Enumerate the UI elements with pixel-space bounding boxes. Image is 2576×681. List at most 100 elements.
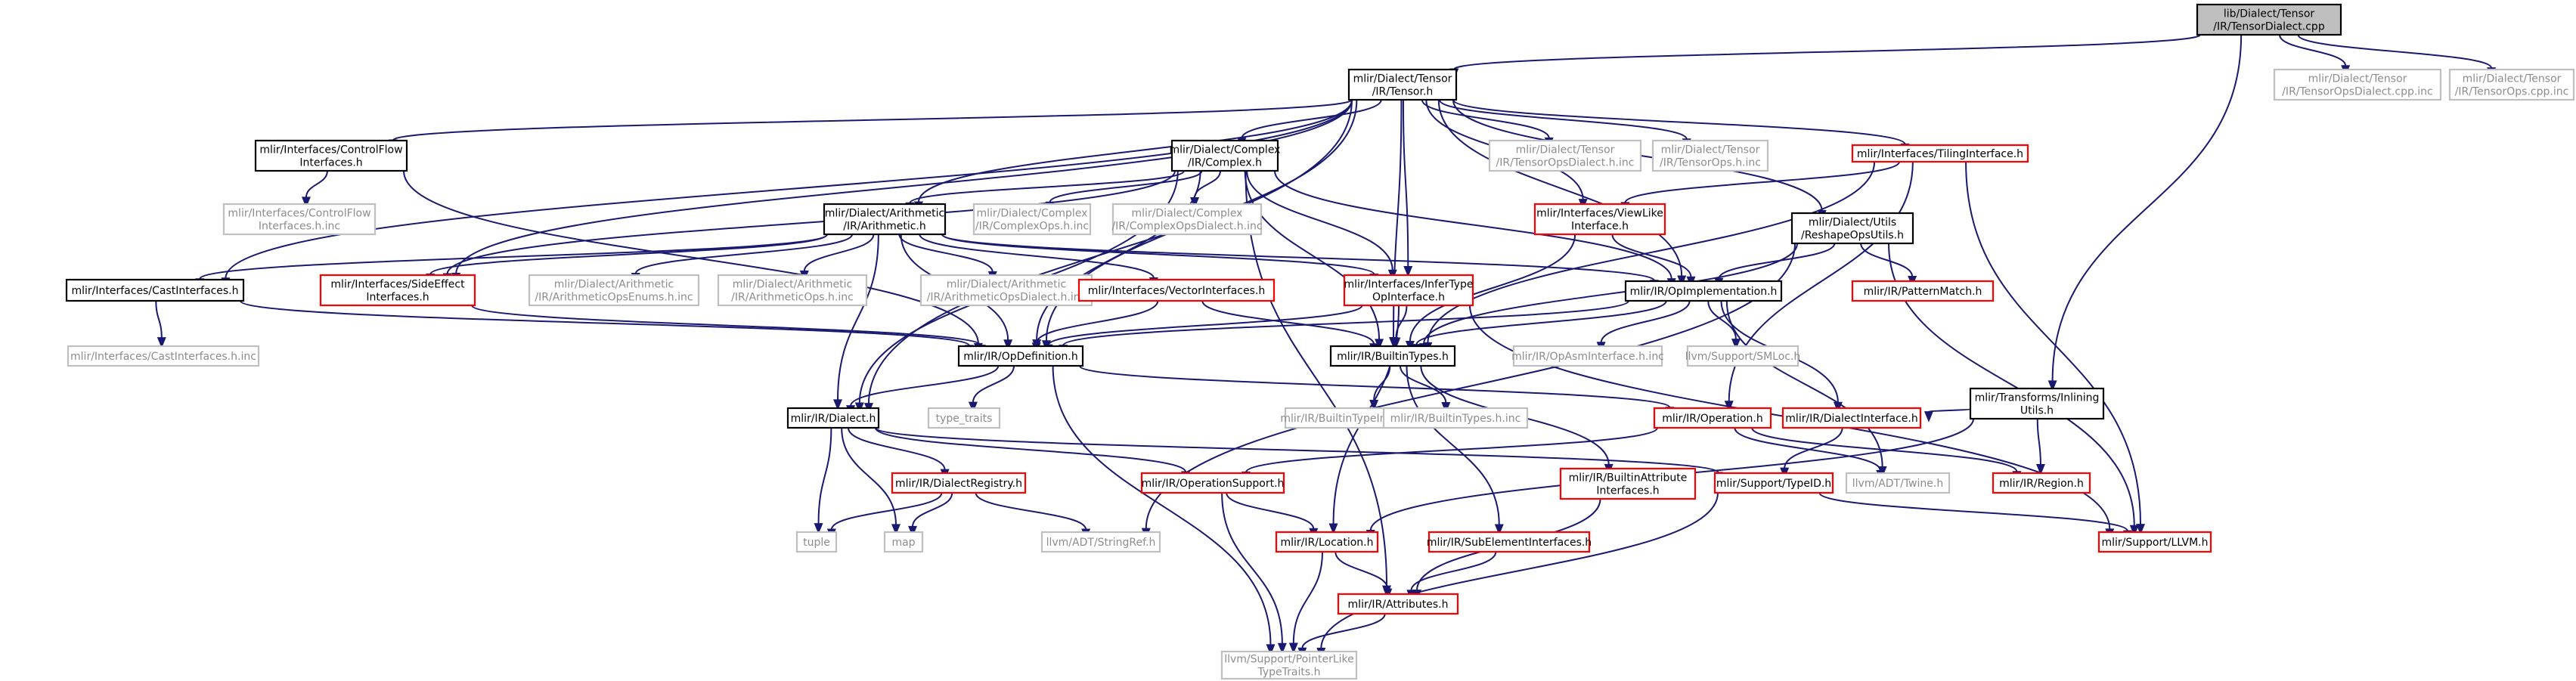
node-box[interactable]	[528, 274, 700, 307]
node-arith_ops_inc[interactable]: mlir/Dialect/Arithmetic/IR/ArithmeticOps…	[717, 274, 868, 307]
node-op_asm_inc[interactable]: mlir/IR/OpAsmInterface.h.inc	[1511, 345, 1664, 367]
node-box[interactable]	[1275, 531, 1379, 553]
node-pattern_match[interactable]: mlir/IR/PatternMatch.h	[1851, 280, 1995, 302]
node-map[interactable]: map	[883, 531, 924, 553]
node-attributes[interactable]: mlir/IR/Attributes.h	[1337, 593, 1459, 615]
node-tiling[interactable]: mlir/Interfaces/TilingInterface.h	[1851, 144, 2029, 163]
node-tensor_ops_dialect_cpp_inc[interactable]: mlir/Dialect/Tensor/IR/TensorOpsDialect.…	[2273, 68, 2442, 101]
node-sub_elem[interactable]: mlir/IR/SubElementInterfaces.h	[1427, 531, 1592, 553]
node-op_support[interactable]: mlir/IR/OperationSupport.h	[1140, 472, 1285, 494]
node-reshape[interactable]: mlir/Dialect/Utils/ReshapeOpsUtils.h	[1790, 212, 1914, 245]
node-location[interactable]: mlir/IR/Location.h	[1275, 531, 1379, 553]
node-bt_inc[interactable]: mlir/IR/BuiltinTypes.h.inc	[1382, 407, 1529, 429]
node-box[interactable]	[222, 203, 377, 236]
node-box[interactable]	[1329, 345, 1456, 367]
node-box[interactable]	[1653, 407, 1772, 429]
node-box[interactable]	[1781, 407, 1922, 429]
node-box[interactable]	[254, 139, 408, 172]
node-box[interactable]	[1969, 387, 2105, 420]
node-box[interactable]	[2196, 3, 2342, 36]
node-builtin_types[interactable]: mlir/IR/BuiltinTypes.h	[1329, 345, 1456, 367]
node-box[interactable]	[1040, 531, 1161, 553]
node-box[interactable]	[1140, 472, 1285, 494]
node-box[interactable]	[717, 274, 868, 307]
node-box[interactable]	[883, 531, 924, 553]
node-tensor_ops_h_inc[interactable]: mlir/Dialect/Tensor/IR/TensorOps.h.inc	[1651, 139, 1769, 172]
node-box[interactable]	[2273, 68, 2442, 101]
node-box[interactable]	[1845, 472, 1951, 494]
node-box[interactable]	[795, 531, 838, 553]
node-box[interactable]	[2448, 68, 2575, 101]
node-tensor_h[interactable]: mlir/Dialect/Tensor/IR/Tensor.h	[1347, 68, 1458, 101]
node-type_id[interactable]: mlir/Support/TypeID.h	[1713, 472, 1834, 494]
node-cast_if_inc[interactable]: mlir/Interfaces/CastInterfaces.h.inc	[67, 345, 260, 367]
node-box[interactable]	[1790, 212, 1914, 245]
node-support_llvm[interactable]: mlir/Support/LLVM.h	[2097, 531, 2212, 553]
node-box[interactable]	[927, 407, 1001, 429]
node-box[interactable]	[919, 274, 1093, 307]
node-box[interactable]	[1512, 345, 1663, 367]
node-box[interactable]	[1220, 650, 1358, 680]
node-box[interactable]	[1111, 203, 1263, 236]
node-box[interactable]	[1559, 467, 1697, 500]
node-root[interactable]: lib/Dialect/Tensor/IR/TensorDialect.cpp	[2196, 3, 2342, 36]
node-tensor_ops_dialect_h_inc[interactable]: mlir/Dialect/Tensor/IR/TensorOpsDialect.…	[1488, 139, 1642, 172]
node-operation[interactable]: mlir/IR/Operation.h	[1653, 407, 1772, 429]
node-string_ref[interactable]: llvm/ADT/StringRef.h	[1040, 531, 1161, 553]
node-control_flow_inc[interactable]: mlir/Interfaces/ControlFlowInterfaces.h.…	[222, 203, 377, 236]
node-arith_enums_inc[interactable]: mlir/Dialect/Arithmetic/IR/ArithmeticOps…	[528, 274, 700, 307]
node-arith_h[interactable]: mlir/Dialect/Arithmetic/IR/Arithmetic.h	[823, 203, 947, 236]
node-box[interactable]	[957, 345, 1084, 367]
node-complex_ops_dialect_h_inc[interactable]: mlir/Dialect/Complex/IR/ComplexOpsDialec…	[1111, 203, 1263, 236]
node-tensor_ops_cpp_inc[interactable]: mlir/Dialect/Tensor/IR/TensorOps.cpp.inc	[2448, 68, 2575, 101]
node-label: /IR/ArithmeticOpsEnums.h.inc	[535, 292, 693, 304]
node-box[interactable]	[1992, 472, 2091, 494]
node-vector_if[interactable]: mlir/Interfaces/VectorInterfaces.h	[1077, 278, 1276, 302]
node-box[interactable]	[1170, 139, 1279, 172]
node-box[interactable]	[891, 472, 1027, 494]
node-smloc[interactable]: llvm/Support/SMLoc.h	[1685, 345, 1801, 367]
node-arith_dialect_inc[interactable]: mlir/Dialect/Arithmetic/IR/ArithmeticOps…	[919, 274, 1093, 307]
node-box[interactable]	[319, 274, 476, 307]
node-box[interactable]	[1533, 203, 1666, 236]
node-box[interactable]	[1851, 280, 1995, 302]
node-complex_h[interactable]: mlir/Dialect/Complex/IR/Complex.h	[1170, 139, 1281, 172]
node-box[interactable]	[1382, 407, 1529, 429]
node-dialect_registry[interactable]: mlir/IR/DialectRegistry.h	[891, 472, 1027, 494]
edge-builtin_types-to-bt_inc	[1399, 365, 1451, 413]
node-box[interactable]	[1077, 278, 1276, 302]
node-box[interactable]	[1427, 531, 1591, 553]
node-box[interactable]	[1851, 144, 2029, 163]
node-box[interactable]	[67, 345, 260, 367]
node-box[interactable]	[823, 203, 947, 236]
node-tuple[interactable]: tuple	[795, 531, 838, 553]
node-box[interactable]	[972, 203, 1092, 236]
node-box[interactable]	[1343, 274, 1474, 307]
node-box[interactable]	[1651, 139, 1769, 172]
node-dialect_h[interactable]: mlir/IR/Dialect.h	[786, 407, 880, 429]
node-box[interactable]	[786, 407, 880, 429]
node-cast_if[interactable]: mlir/Interfaces/CastInterfaces.h	[65, 278, 245, 302]
node-box[interactable]	[1347, 68, 1458, 101]
node-box[interactable]	[1488, 139, 1642, 172]
node-region[interactable]: mlir/IR/Region.h	[1992, 472, 2091, 494]
node-box[interactable]	[65, 278, 245, 302]
node-complex_ops_h_inc[interactable]: mlir/Dialect/Complex/IR/ComplexOps.h.inc	[972, 203, 1092, 236]
node-box[interactable]	[1686, 345, 1799, 367]
node-op_def[interactable]: mlir/IR/OpDefinition.h	[957, 345, 1084, 367]
node-op_impl[interactable]: mlir/IR/OpImplementation.h	[1624, 280, 1783, 302]
node-box[interactable]	[1337, 593, 1459, 615]
node-dialect_if[interactable]: mlir/IR/DialectInterface.h	[1781, 407, 1922, 429]
node-box[interactable]	[1713, 472, 1834, 494]
node-box[interactable]	[1624, 280, 1783, 302]
node-twine[interactable]: llvm/ADT/Twine.h	[1845, 472, 1951, 494]
node-box[interactable]	[2097, 531, 2212, 553]
node-type_traits[interactable]: type_traits	[927, 407, 1001, 429]
